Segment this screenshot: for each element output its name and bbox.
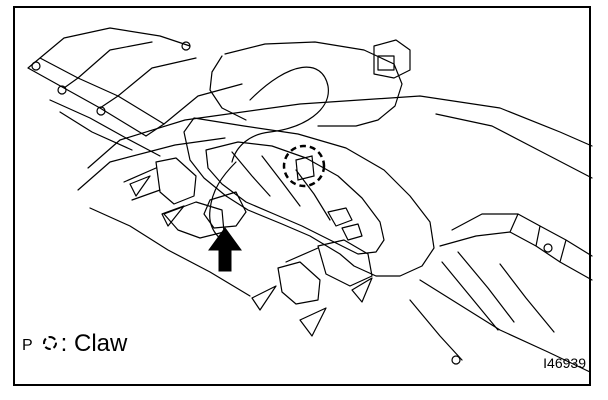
body-outline-top	[87, 95, 593, 169]
mount-bracket-right	[285, 239, 373, 287]
bolt-icon	[451, 355, 461, 365]
right-rack	[439, 213, 593, 281]
legend-label: : Claw	[60, 330, 128, 357]
bolt-icon	[181, 41, 191, 51]
large-panel-shape	[224, 41, 403, 127]
arrow-up-icon	[208, 227, 242, 272]
stop-light-housing	[183, 117, 435, 277]
corner-mark: P	[22, 337, 33, 354]
body-outline-inner	[77, 137, 226, 191]
bolt-icon	[31, 61, 41, 71]
bolt-icon	[96, 106, 106, 116]
body-outline-right	[435, 113, 593, 179]
large-panel-shape-2	[209, 55, 247, 121]
left-rack	[27, 27, 243, 137]
legend: P : Claw	[22, 332, 127, 356]
claw-icon	[295, 155, 315, 181]
stop-light-rib	[231, 151, 331, 221]
connector	[203, 191, 247, 229]
mount-bracket-left	[123, 157, 197, 205]
bracket-spikes	[129, 175, 373, 337]
top-clip	[373, 39, 411, 79]
bolt-icon	[57, 85, 67, 95]
body-outline-lower-right	[419, 279, 591, 373]
right-rack-struts	[409, 251, 555, 361]
claw-indicator-icon	[282, 144, 326, 188]
dashed-circle-icon	[42, 336, 57, 350]
wire-harness	[231, 66, 329, 163]
figure-id: I46939	[543, 355, 586, 371]
bolt-icon	[543, 243, 553, 253]
body-outline-lower-left	[89, 207, 251, 297]
small-tab	[327, 207, 363, 241]
left-rack-lower	[49, 99, 161, 157]
diagram-frame	[13, 6, 591, 386]
mount-bracket-right-2	[277, 261, 321, 305]
